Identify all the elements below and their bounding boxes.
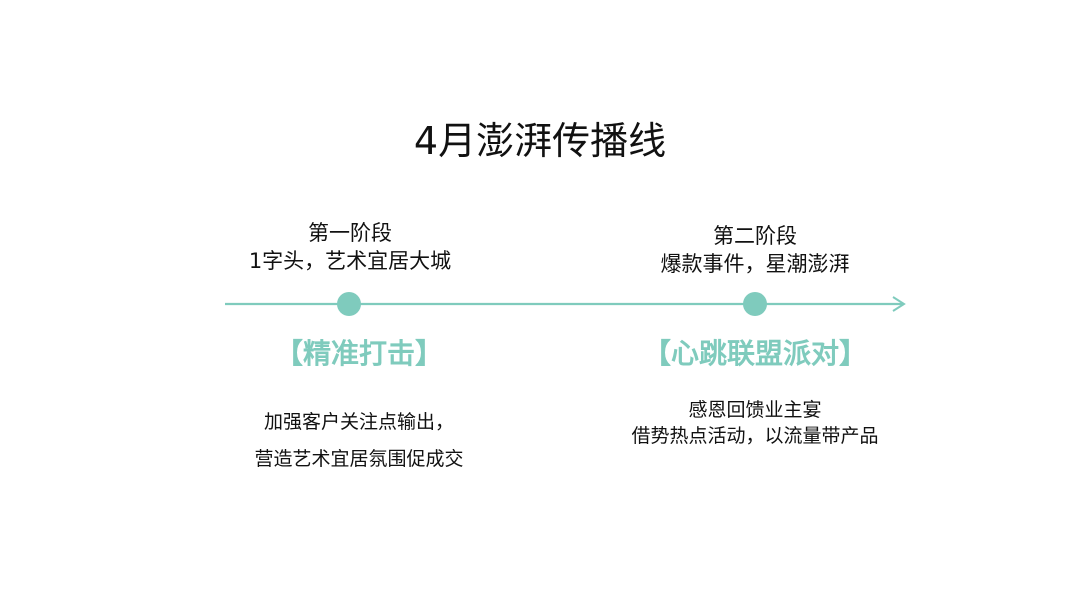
stage-1-description-line: 营造艺术宜居氛围促成交 xyxy=(254,448,464,470)
stage-1-description: 加强客户关注点输出， 营造艺术宜居氛围促成交 xyxy=(200,404,518,478)
stage-2-description-line: 感恩回馈业主宴 xyxy=(688,399,822,421)
arrow-head-icon xyxy=(892,296,906,312)
stage-1-header: 第一阶段 1字头，艺术宜居大城 xyxy=(200,219,500,275)
stage-2-header: 第二阶段 爆款事件，星潮澎湃 xyxy=(605,222,905,278)
stage-1-description-line: 加强客户关注点输出， xyxy=(263,411,454,433)
stage-2-description: 感恩回馈业主宴 借势热点活动，以流量带产品 xyxy=(600,397,910,449)
stage-1-heading: 第一阶段 xyxy=(308,221,392,245)
stage-2-description-line: 借势热点活动，以流量带产品 xyxy=(631,425,879,447)
stage-2-marker xyxy=(743,292,767,316)
stage-1-marker xyxy=(337,292,361,316)
stage-2-heading: 第二阶段 xyxy=(713,224,797,248)
stage-1-tag: 【精准打击】 xyxy=(274,337,443,370)
page-title: 4月澎湃传播线 xyxy=(413,119,667,163)
stage-2-tag: 【心跳联盟派对】 xyxy=(642,337,867,370)
stage-2-subheading: 爆款事件，星潮澎湃 xyxy=(660,252,850,276)
stage-1-subheading: 1字头，艺术宜居大城 xyxy=(248,249,452,273)
